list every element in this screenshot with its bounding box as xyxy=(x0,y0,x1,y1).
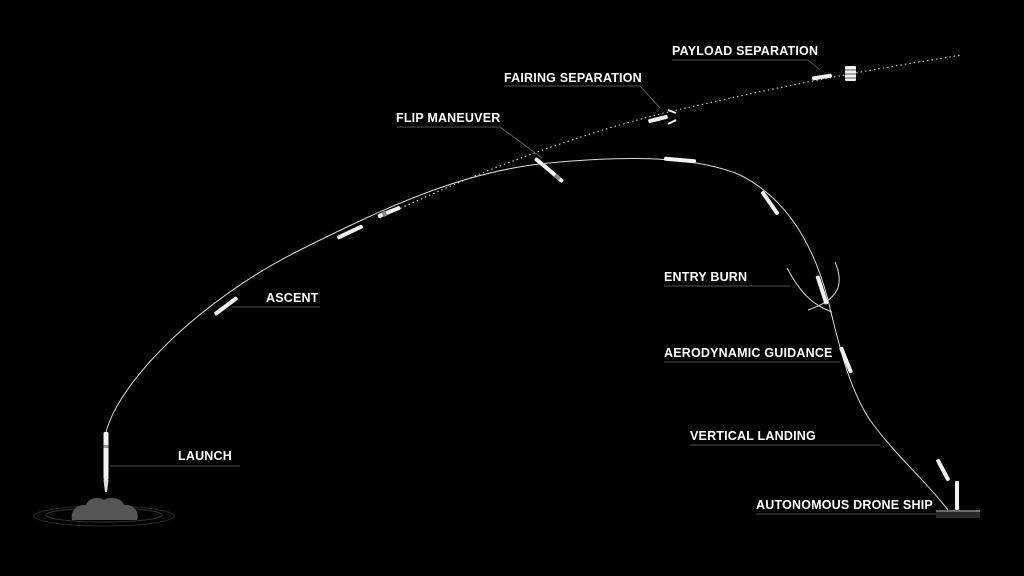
rocket-stage-separation-icon xyxy=(377,206,401,218)
rocket-entry-burn-icon xyxy=(815,275,829,305)
rocket-launch-icon xyxy=(103,432,109,492)
ascent-label: ASCENT xyxy=(266,291,319,305)
ascent-trajectory xyxy=(105,161,561,433)
return-trajectory xyxy=(559,158,949,511)
fairing-separation-label: FAIRING SEPARATION xyxy=(504,71,642,85)
aerodynamic-guidance-label: AERODYNAMIC GUIDANCE xyxy=(664,346,833,360)
payload-separation-label: PAYLOAD SEPARATION xyxy=(672,44,818,58)
entry-burn-arc-left xyxy=(786,267,833,313)
rocket-boostback-1-icon xyxy=(664,156,696,164)
launch-smoke xyxy=(71,497,138,520)
launch-pad xyxy=(33,497,175,527)
rocket-ascent-2-icon xyxy=(336,224,364,240)
vertical-landing-label: VERTICAL LANDING xyxy=(690,429,816,443)
rocket-flip-maneuver-icon xyxy=(534,157,564,183)
rocket-ascent-1-icon xyxy=(214,296,238,316)
payload-separation-icon xyxy=(812,66,856,81)
entry-burn-arc-right xyxy=(807,261,840,311)
launch-label: LAUNCH xyxy=(178,449,232,463)
fairing-separation-icon xyxy=(648,109,677,125)
rocket-vertical-landing-icon xyxy=(955,481,959,510)
entry-burn-label: ENTRY BURN xyxy=(664,270,747,284)
flip-maneuver-label: FLIP MANEUVER xyxy=(396,111,500,125)
rocket-boostback-2-icon xyxy=(760,190,780,216)
second-stage-trajectory xyxy=(379,54,963,219)
rocket-aerodynamic-guidance-icon xyxy=(839,346,853,374)
flip-maneuver-leader-line xyxy=(396,126,543,159)
drone-ship-icon xyxy=(936,458,980,518)
payload-separation-leader-line xyxy=(672,59,821,71)
fairing-separation-leader-line xyxy=(504,85,661,109)
drone-ship-label: AUTONOMOUS DRONE SHIP xyxy=(756,498,933,512)
